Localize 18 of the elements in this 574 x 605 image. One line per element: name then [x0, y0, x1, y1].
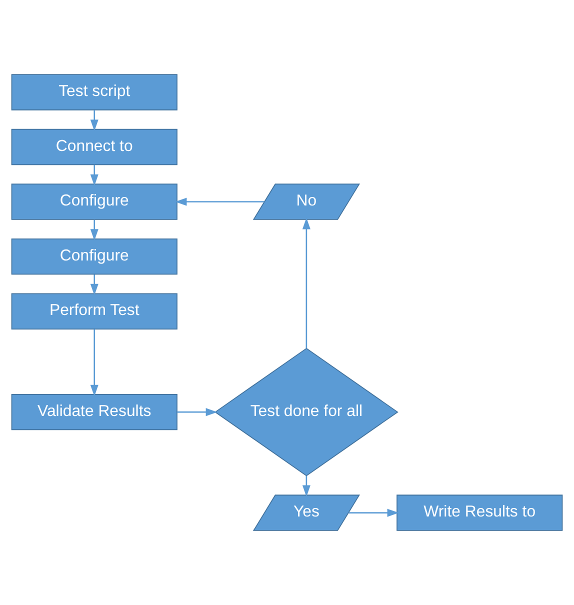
arrow — [90, 110, 98, 132]
node-box: Validate Results — [11, 394, 178, 430]
arrow — [177, 408, 218, 416]
arrow — [90, 329, 98, 396]
arrow — [175, 198, 264, 206]
arrow — [90, 274, 98, 296]
node-box: Connect to — [11, 128, 178, 166]
node-diamond: Test done for all — [214, 348, 398, 476]
node-box: Configure — [11, 184, 178, 220]
arrow — [302, 476, 310, 497]
node-box: Write Results to — [396, 494, 563, 531]
arrow — [90, 220, 98, 241]
arrow — [302, 218, 310, 348]
node-box: Test script — [11, 74, 178, 110]
arrow — [348, 508, 399, 517]
arrow — [90, 164, 98, 186]
node-box: Perform Test — [11, 293, 178, 330]
node-box: Configure — [11, 238, 178, 275]
